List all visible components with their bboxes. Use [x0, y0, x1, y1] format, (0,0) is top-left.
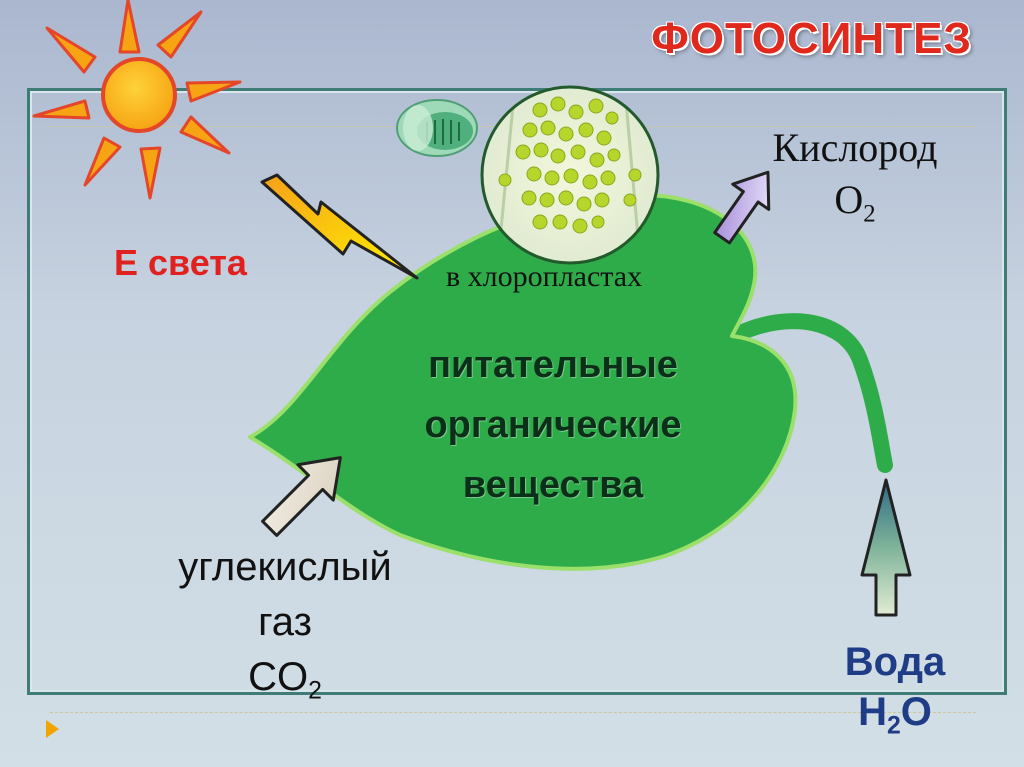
oxygen-name: Кислород: [772, 125, 938, 170]
chloroplast-icon: [396, 99, 478, 157]
bottom-divider: [50, 712, 976, 713]
chloroplast-location-label: в хлоропластах: [446, 260, 643, 293]
sun-icon: [32, 0, 242, 200]
carbon-dioxide-line-2: газ: [258, 600, 312, 644]
leaf-shape: [248, 193, 798, 571]
water-arrow: [860, 478, 912, 617]
carbon-dioxide-line-1: углекислый: [178, 545, 392, 589]
organic-substances-line-1: питательные: [428, 344, 678, 386]
oxygen-arrow: [713, 170, 771, 245]
oxygen-label: Кислород O2: [750, 122, 960, 241]
slide-title: ФОТОСИНТЕЗ: [651, 14, 972, 63]
water-label: Вода H2O: [830, 637, 960, 752]
light-energy-arrow: [260, 173, 419, 280]
content-frame: [27, 88, 1007, 695]
oxygen-formula: O2: [834, 177, 876, 228]
leaf-stem: [730, 313, 893, 473]
water-name: Вода: [844, 640, 946, 684]
chloroplast-cells-image: [480, 85, 660, 265]
carbon-dioxide-formula: CO2: [248, 655, 322, 705]
co2-arrow: [261, 456, 342, 537]
organic-substances-label: питательные органические вещества: [378, 335, 728, 515]
water-formula: H2O: [858, 690, 932, 740]
organic-substances-line-2: органические: [424, 404, 682, 446]
slide-bullet-icon: [46, 720, 59, 738]
light-energy-label: Е света: [114, 242, 247, 283]
organic-substances-line-3: вещества: [462, 464, 644, 506]
carbon-dioxide-label: углекислый газ CO2: [150, 540, 420, 719]
